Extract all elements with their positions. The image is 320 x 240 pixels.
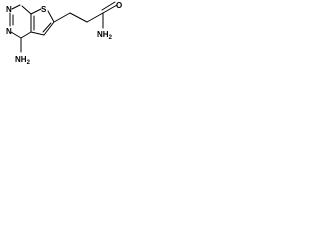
propanamide-chain <box>53 1 118 29</box>
atom-n-top: N <box>6 5 12 14</box>
bond-ch2a-ch2b <box>69 12 88 23</box>
atom-amine: NH2 <box>15 55 31 66</box>
atom-s: S <box>41 5 47 14</box>
molecule-structure: N N S NH2 O NH2 <box>6 1 122 66</box>
pyrimidine-ring <box>9 4 32 39</box>
bond-c7a-s <box>30 8 42 15</box>
bond-n-top-c2 <box>11 4 21 10</box>
amine-subscript: 2 <box>27 60 31 66</box>
thiophene-ring <box>30 8 55 36</box>
bond-c6-c5 <box>43 21 55 36</box>
bond-c4-c4a <box>20 31 32 39</box>
bond-carbonyl-o-double <box>101 1 116 11</box>
bond-n-left-c4 <box>10 31 22 39</box>
amine-label: NH <box>15 55 27 64</box>
atom-n-left: N <box>6 27 12 36</box>
bond-carbonyl-o <box>102 4 118 14</box>
atom-oxygen: O <box>116 1 122 10</box>
bond-c6-c5-inner <box>42 22 52 33</box>
bond-c5-c4a <box>30 31 45 36</box>
amide-subscript: 2 <box>109 35 113 41</box>
bond-ch2b-carbonyl <box>86 12 104 23</box>
bond-c7a-n-top <box>21 5 32 15</box>
bond-s-c6 <box>47 10 55 23</box>
amide-label: NH <box>97 30 109 39</box>
atom-amide: NH2 <box>97 30 113 41</box>
bond-c6-ch2a <box>53 12 71 23</box>
